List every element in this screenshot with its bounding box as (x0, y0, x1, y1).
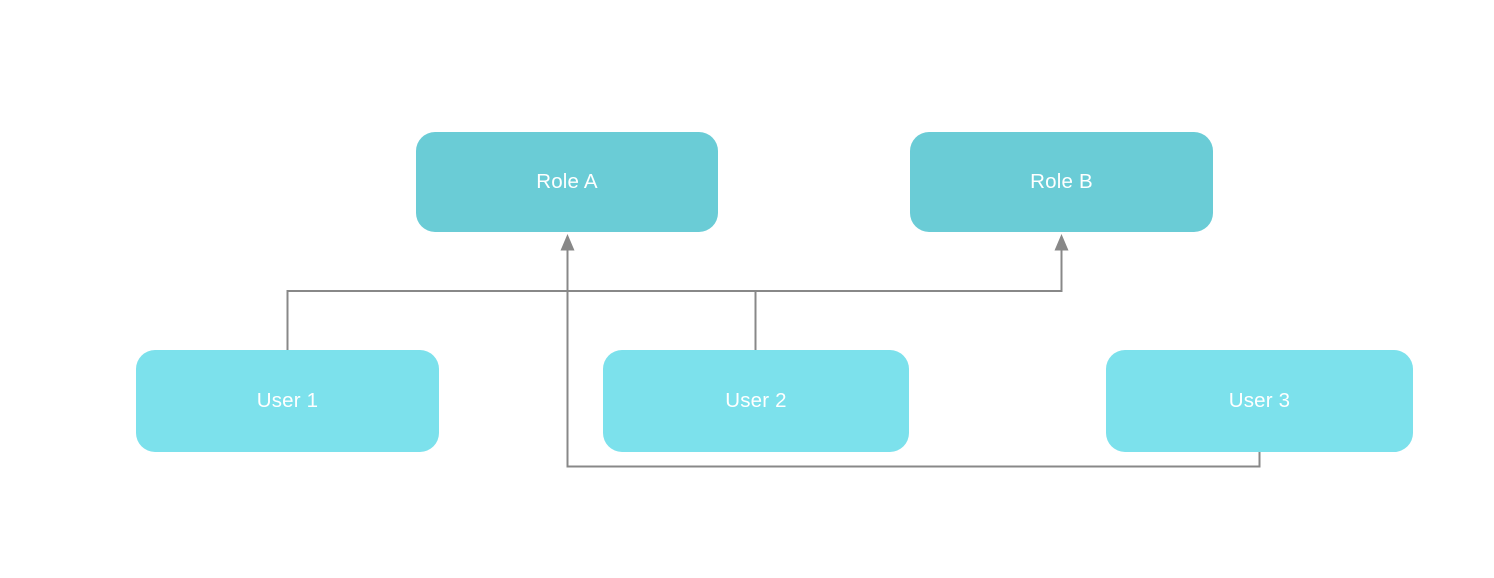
arrowhead-into-role-a (560, 234, 575, 251)
node-role-a: Role A (416, 132, 718, 232)
node-role-b: Role B (910, 132, 1213, 232)
edge-user1-to-roleb (286, 250, 1063, 350)
node-role-b-label: Role B (1030, 170, 1093, 193)
node-user-3: User 3 (1106, 350, 1413, 452)
node-user-2: User 2 (603, 350, 909, 452)
node-user-1-label: User 1 (256, 389, 319, 412)
node-user-1: User 1 (136, 350, 439, 452)
node-role-a-label: Role A (536, 170, 598, 193)
edge-user3-to-rolea (566, 250, 1261, 468)
node-user-2-label: User 2 (725, 389, 787, 412)
node-user-3-label: User 3 (1228, 389, 1291, 412)
arrowhead-into-role-b (1054, 234, 1069, 251)
